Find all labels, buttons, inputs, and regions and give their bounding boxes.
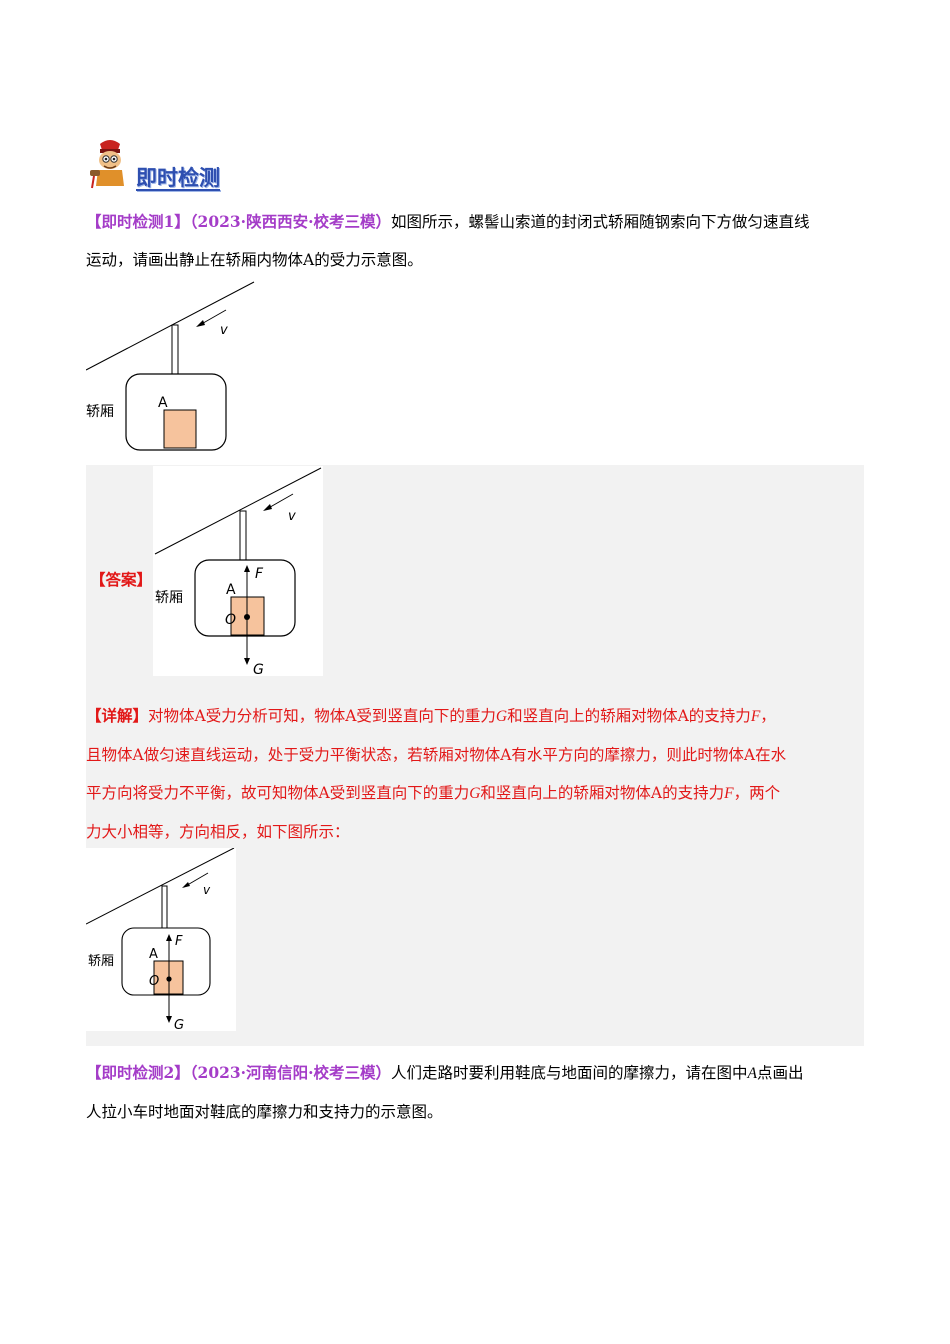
force-f-label: F: [175, 934, 183, 949]
object-box: [163, 409, 197, 449]
object-label: A: [226, 582, 236, 598]
section-header: 即时检测: [86, 136, 306, 196]
center-label: O: [225, 612, 236, 628]
question-source: （2023·陕西西安·校考三模）: [189, 212, 391, 231]
cable-car-figure: v 轿厢 A: [86, 281, 255, 451]
point-a: A: [747, 1065, 757, 1082]
question-label: 【即时检测1】: [86, 212, 190, 231]
detail-line: 对物体A受力分析可知，物体A受到竖直向下的重力: [148, 707, 496, 725]
question-text: 人拉小车时地面对鞋底的摩擦力和支持力的示意图。: [86, 1103, 443, 1121]
velocity-label: v: [288, 509, 296, 524]
symbol-g: G: [469, 785, 481, 802]
answer-label: 【答案】: [90, 570, 153, 589]
velocity-label: v: [203, 883, 211, 897]
answer-figure: v 轿厢 A F G O: [153, 466, 323, 676]
center-point: [244, 614, 250, 620]
section-title: 即时检测: [136, 166, 220, 190]
detail-line: ，: [760, 707, 776, 725]
detail-label: 【详解】: [86, 706, 149, 725]
cabin-rod: [171, 324, 179, 376]
cabin-label: 轿厢: [155, 590, 183, 606]
force-g-label: G: [174, 1018, 184, 1031]
detail-line: ，两个: [733, 784, 781, 802]
cabin-rod: [239, 510, 247, 562]
object-label: A: [149, 947, 158, 962]
detail-line: 力大小相等，方向相反，如下图所示：: [86, 823, 350, 841]
center-label: O: [149, 974, 159, 989]
cable-line: [154, 467, 322, 555]
symbol-f: F: [724, 785, 734, 802]
cable-line: [86, 281, 255, 371]
center-point: [166, 976, 172, 982]
cabin-label: 轿厢: [86, 404, 114, 420]
question-text: 人们走路时要利用鞋底与地面间的摩擦力，请在图中: [390, 1064, 748, 1082]
detail-figure: v 轿厢 A F G O: [86, 848, 236, 1031]
question-text: 点画出: [756, 1064, 804, 1082]
symbol-g: G: [495, 708, 508, 725]
question-label: 【即时检测2】: [86, 1063, 190, 1082]
velocity-label: v: [220, 323, 228, 338]
force-f-label: F: [255, 566, 264, 582]
detail-line: 和竖直向上的轿厢对物体A的支持力: [507, 707, 751, 725]
detail-line: 平方向将受力不平衡，故可知物体A受到竖直向下的重力: [86, 784, 470, 802]
question-1: 【即时检测1】（2023·陕西西安·校考三模）如图所示，螺髻山索道的封闭式轿厢随…: [86, 203, 876, 279]
cabin-label: 轿厢: [88, 954, 114, 969]
mascot-icon: [90, 140, 124, 189]
symbol-f: F: [750, 708, 761, 725]
detail-line: 且物体A做匀速直线运动，处于受力平衡状态，若轿厢对物体A有水平方向的摩擦力，则此…: [86, 746, 787, 764]
object-label: A: [158, 395, 168, 411]
question-text: 运动，请画出静止在轿厢内物体A的受力示意图。: [86, 251, 423, 269]
cable-line: [86, 848, 235, 925]
detail-text: 【详解】对物体A受力分析可知，物体A受到竖直向下的重力G和竖直向上的轿厢对物体A…: [86, 697, 876, 851]
cabin-rod: [161, 885, 168, 931]
question-2: 【即时检测2】（2023·河南信阳·校考三模）人们走路时要利用鞋底与地面间的摩擦…: [86, 1054, 876, 1131]
force-g-label: G: [253, 662, 264, 676]
question-source: （2023·河南信阳·校考三模）: [189, 1063, 391, 1082]
detail-line: 和竖直向上的轿厢对物体A的支持力: [480, 784, 725, 802]
question-text: 如图所示，螺髻山索道的封闭式轿厢随钢索向下方做匀速直线: [390, 213, 810, 231]
